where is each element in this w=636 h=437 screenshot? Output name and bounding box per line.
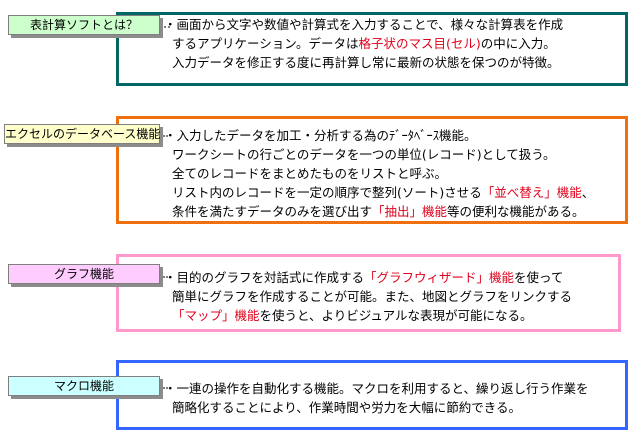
text-segment: 条件を満たすデータのみを選び出す (172, 204, 373, 219)
text-segment: 入力データを修正する度に再計算し常に最新の状態を保つのが特徴。 (172, 55, 560, 70)
description-line: 簡略化することにより、作業時間や労力を大幅に節約できる。 (164, 398, 589, 417)
text-segment: ワークシートの行ごとのデータを一つの単位(レコード)として扱う。 (172, 147, 556, 162)
text-segment: リスト内のレコードを一定の順序で整列(ソート)させる (172, 185, 482, 200)
description-line: 簡単にグラフを作成することが可能。また、地図とグラフをリンクする (164, 287, 572, 306)
text-segment: するアプリケーション。データは (172, 36, 359, 51)
description-text: ・入力したデータを加工・分析する為のﾃﾞｰﾀﾍﾞｰｽ機能。ワークシートの行ごとの… (164, 126, 594, 221)
description-text: ・目的のグラフを対話式に作成する「グラフウィザード」機能を使って簡単にグラフを作… (164, 268, 572, 325)
highlighted-term: 「グラフウィザード」機能 (364, 270, 515, 285)
text-segment: ・目的のグラフを対話式に作成する (164, 270, 365, 285)
text-segment: 、 (581, 185, 595, 200)
section-label: エクセルのデータベース機能 (4, 124, 160, 144)
text-segment: ・一連の操作を自動化する機能。マクロを利用すると、繰り返し行う作業を (164, 381, 589, 396)
text-segment: ・画面から文字や数値や計算式を入力することで、様々な計算表を作成 (164, 17, 564, 32)
connector-dots (160, 276, 168, 278)
description-line: 全てのレコードをまとめたものをリストと呼ぶ。 (164, 164, 594, 183)
description-line: ・画面から文字や数値や計算式を入力することで、様々な計算表を作成 (164, 15, 563, 34)
connector-dots (160, 135, 168, 137)
section-label: 表計算ソフトとは？ (8, 15, 160, 35)
description-line: ワークシートの行ごとのデータを一つの単位(レコード)として扱う。 (164, 145, 594, 164)
description-line: するアプリケーション。データは格子状のマス目(セル)の中に入力。 (164, 34, 563, 53)
description-line: 条件を満たすデータのみを選び出す「抽出」機能等の便利な機能がある。 (164, 202, 594, 221)
description-text: ・画面から文字や数値や計算式を入力することで、様々な計算表を作成するアプリケーシ… (164, 15, 563, 72)
section-label: マクロ機能 (8, 376, 160, 396)
connector-dots (160, 387, 168, 389)
description-box (116, 116, 628, 224)
description-box (116, 254, 621, 332)
text-segment: 簡略化することにより、作業時間や労力を大幅に節約できる。 (172, 400, 522, 415)
highlighted-term: 「並べ替え」機能 (481, 185, 582, 200)
highlighted-term: 格子状のマス目(セル) (358, 36, 481, 51)
description-line: ・入力したデータを加工・分析する為のﾃﾞｰﾀﾍﾞｰｽ機能。 (164, 126, 594, 145)
text-segment: の中に入力。 (480, 36, 556, 51)
connector-dots (160, 26, 170, 28)
text-segment: を使うと、よりビジュアルな表現が可能になる。 (259, 308, 533, 323)
text-segment: 全てのレコードをまとめたものをリストと呼ぶ。 (172, 166, 448, 181)
text-segment: 簡単にグラフを作成することが可能。また、地図とグラフをリンクする (172, 289, 573, 304)
highlighted-term: 「抽出」機能 (372, 204, 448, 219)
description-line: 「マップ」機能を使うと、よりビジュアルな表現が可能になる。 (164, 306, 572, 325)
highlighted-term: 「マップ」機能 (172, 308, 260, 323)
description-line: ・目的のグラフを対話式に作成する「グラフウィザード」機能を使って (164, 268, 572, 287)
text-segment: を使って (514, 270, 564, 285)
description-text: ・一連の操作を自動化する機能。マクロを利用すると、繰り返し行う作業を簡略化するこ… (164, 379, 589, 417)
description-line: ・一連の操作を自動化する機能。マクロを利用すると、繰り返し行う作業を (164, 379, 589, 398)
description-box (116, 12, 628, 86)
text-segment: ・入力したデータを加工・分析する為のﾃﾞｰﾀﾍﾞｰｽ機能。 (164, 128, 477, 143)
description-line: 入力データを修正する度に再計算し常に最新の状態を保つのが特徴。 (164, 53, 563, 72)
description-box (116, 360, 628, 430)
text-segment: 等の便利な機能がある。 (447, 204, 585, 219)
section-label: グラフ機能 (8, 264, 160, 284)
description-line: リスト内のレコードを一定の順序で整列(ソート)させる「並べ替え」機能、 (164, 183, 594, 202)
